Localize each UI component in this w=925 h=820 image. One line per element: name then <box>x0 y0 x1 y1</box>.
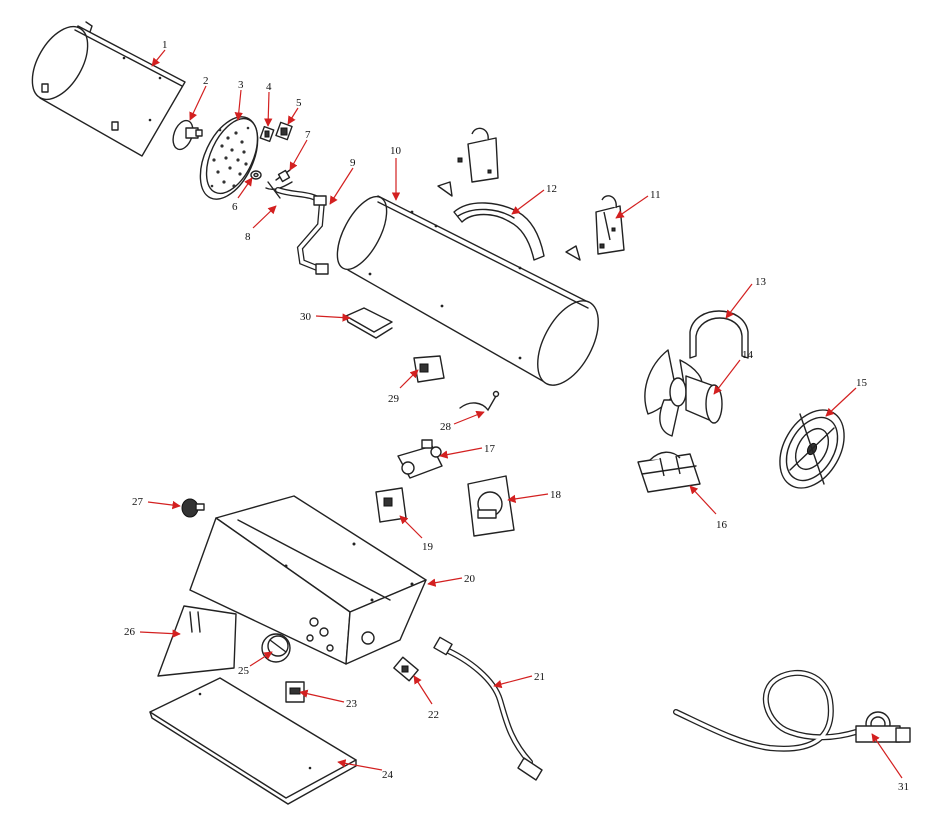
part-29-relay-block <box>413 355 445 383</box>
svg-text:27: 27 <box>132 496 144 508</box>
callout-31: 31 <box>871 733 909 793</box>
svg-text:28: 28 <box>440 421 452 433</box>
callout-29: 29 <box>388 369 419 405</box>
svg-text:25: 25 <box>238 665 250 677</box>
part-9-gas-tube <box>275 187 329 275</box>
callout-11: 11 <box>615 189 661 219</box>
callout-19: 19 <box>399 515 434 553</box>
svg-text:5: 5 <box>296 97 302 109</box>
svg-text:8: 8 <box>245 231 251 243</box>
svg-text:10: 10 <box>390 145 402 157</box>
callout-20: 20 <box>427 573 476 587</box>
part-handle-bracket-left <box>437 127 499 197</box>
part-6-washer <box>250 170 262 180</box>
svg-text:21: 21 <box>534 671 545 683</box>
callout-12: 12 <box>511 183 557 215</box>
callout-3: 3 <box>234 79 244 121</box>
part-11-handle-bracket-right <box>565 195 625 261</box>
callout-23: 23 <box>299 689 358 710</box>
svg-text:17: 17 <box>484 443 496 455</box>
callout-9: 9 <box>329 157 356 205</box>
part-24-bottom-plate <box>149 677 357 805</box>
callout-8: 8 <box>245 205 277 243</box>
part-31-regulator-hose <box>673 670 911 752</box>
part-12-carry-handle <box>453 202 545 261</box>
callout-25: 25 <box>238 651 273 677</box>
callout-27: 27 <box>132 496 181 510</box>
callout-13: 13 <box>725 276 767 319</box>
callout-22: 22 <box>413 675 439 721</box>
svg-text:31: 31 <box>898 781 909 793</box>
svg-text:7: 7 <box>305 129 311 141</box>
part-4-fitting <box>259 125 275 143</box>
svg-text:11: 11 <box>650 189 661 201</box>
callout-4: 4 <box>264 81 273 127</box>
callout-14: 14 <box>713 349 754 395</box>
part-25-control-knob <box>261 633 291 663</box>
part-18-pressure-switch <box>467 475 515 537</box>
svg-text:14: 14 <box>742 349 754 361</box>
part-15-fan-guard <box>779 409 845 489</box>
svg-text:24: 24 <box>382 769 394 781</box>
svg-text:1: 1 <box>162 39 168 51</box>
part-28-wire-lead <box>459 390 500 412</box>
svg-text:18: 18 <box>550 489 562 501</box>
callout-21: 21 <box>493 671 545 689</box>
svg-text:6: 6 <box>232 201 238 213</box>
part-14-fan-motor <box>644 349 723 437</box>
callout-26: 26 <box>124 626 181 638</box>
part-2-nozzle-disc <box>172 119 203 151</box>
part-27-knob <box>181 498 205 518</box>
svg-text:9: 9 <box>350 157 356 169</box>
part-26-side-panel <box>157 605 237 677</box>
svg-text:23: 23 <box>346 698 358 710</box>
callout-1: 1 <box>151 39 168 67</box>
part-30-bracket <box>345 307 393 339</box>
svg-text:26: 26 <box>124 626 136 638</box>
callout-5: 5 <box>287 97 302 125</box>
part-7-electrode <box>275 169 291 183</box>
callout-30: 30 <box>300 311 351 323</box>
callout-10: 10 <box>390 145 402 201</box>
svg-text:4: 4 <box>266 81 272 93</box>
svg-text:16: 16 <box>716 519 728 531</box>
callout-16: 16 <box>689 485 728 531</box>
svg-text:30: 30 <box>300 311 312 323</box>
svg-text:20: 20 <box>464 573 476 585</box>
svg-text:2: 2 <box>203 75 209 87</box>
callout-18: 18 <box>507 489 562 504</box>
svg-text:3: 3 <box>238 79 244 91</box>
part-1-rear-shell <box>31 21 186 157</box>
part-3-burner-plate <box>199 116 259 200</box>
svg-text:29: 29 <box>388 393 400 405</box>
part-16-motor-bracket <box>637 451 701 493</box>
part-5-fitting <box>275 121 293 141</box>
svg-text:15: 15 <box>856 377 868 389</box>
callout-28: 28 <box>440 410 485 433</box>
svg-text:13: 13 <box>755 276 767 288</box>
part-21-inlet-hose <box>433 636 543 781</box>
callout-2: 2 <box>189 75 209 121</box>
part-20-base-tray <box>189 495 427 665</box>
svg-text:12: 12 <box>546 183 557 195</box>
callout-24: 24 <box>337 759 394 781</box>
svg-text:19: 19 <box>422 541 434 553</box>
part-17-gas-valve <box>397 439 443 479</box>
part-10-main-housing <box>336 195 599 386</box>
callout-15: 15 <box>825 377 868 417</box>
callout-6: 6 <box>232 177 253 213</box>
callout-labels: 1 2 3 4 5 6 7 8 9 10 11 12 13 14 15 16 1… <box>124 39 909 793</box>
callout-7: 7 <box>289 129 311 171</box>
callout-17: 17 <box>439 443 496 459</box>
svg-text:22: 22 <box>428 709 439 721</box>
part-13-motor-strap <box>689 310 749 359</box>
